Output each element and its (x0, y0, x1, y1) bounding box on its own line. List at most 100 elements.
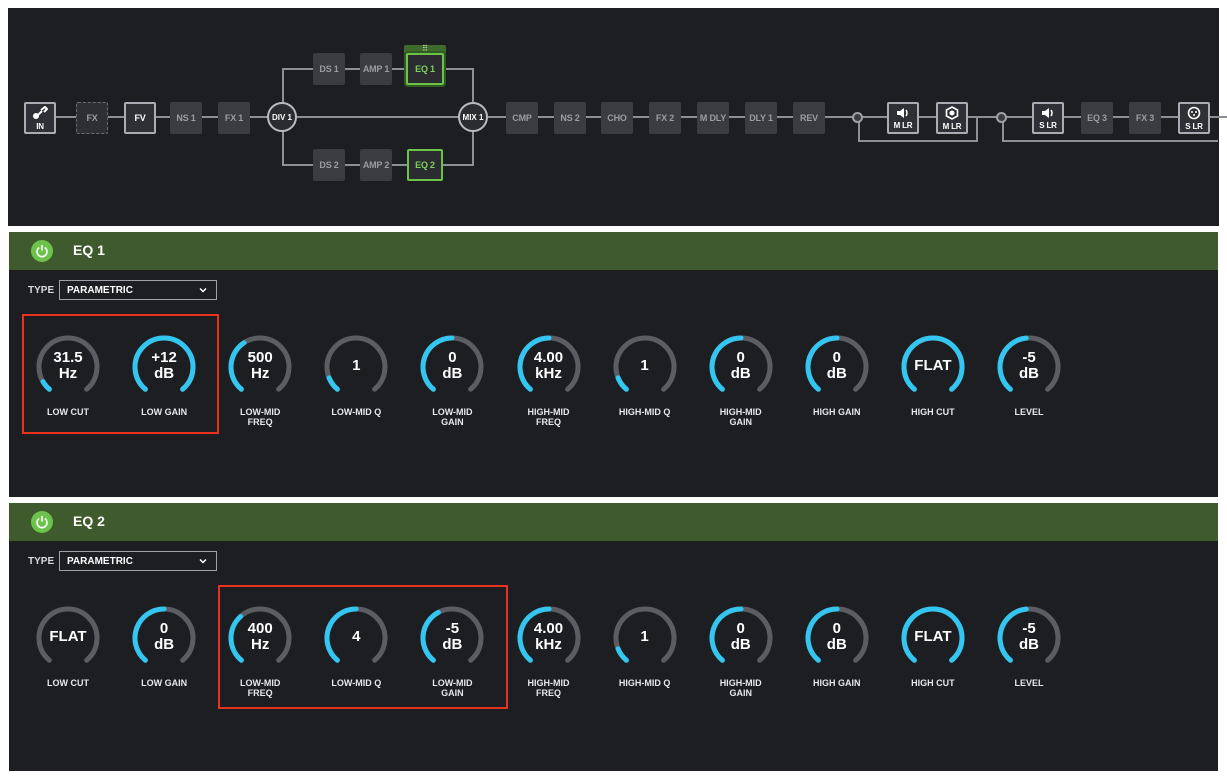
block-label: FX 1 (224, 113, 244, 123)
knob-label-line: HIGH GAIN (813, 678, 861, 688)
knob-label-line: LOW-MID (240, 407, 281, 417)
block-eq1[interactable]: EQ 1 (406, 53, 444, 85)
knob-value-arc (228, 613, 245, 663)
block-input[interactable]: IN (24, 102, 56, 134)
knob-label: HIGH GAIN (797, 678, 877, 688)
knob-value-unit: dB (730, 636, 751, 653)
knob-track (613, 335, 677, 392)
block-amp2[interactable]: AMP 2 (360, 149, 392, 181)
output-label: M LR (942, 121, 962, 131)
block-mix1[interactable]: MIX 1 (458, 102, 488, 132)
knob-arc (997, 335, 1061, 392)
split-node-2[interactable] (996, 112, 1007, 123)
block-cho[interactable]: CHO (601, 102, 633, 134)
output-sub-xlr[interactable]: S LR (1178, 102, 1210, 134)
knob-value-arc (326, 375, 341, 392)
knob-value-unit: dB (442, 365, 463, 382)
block-eq3[interactable]: EQ 3 (1081, 102, 1113, 134)
knob-value-unit: kHz (535, 365, 562, 382)
power-icon[interactable] (31, 511, 53, 533)
block-amp1[interactable]: AMP 1 (360, 53, 392, 85)
knob-label: LOW CUT (28, 678, 108, 688)
knob-track (324, 335, 388, 392)
block-mdly[interactable]: M DLY (697, 102, 729, 134)
type-value: PARAMETRIC (67, 555, 133, 567)
drag-handle-icon[interactable]: ⠿ (404, 45, 446, 53)
block-cmp[interactable]: CMP (506, 102, 538, 134)
knob-value-arc (709, 335, 744, 392)
block-ns1[interactable]: NS 1 (170, 102, 202, 134)
output-main-jack[interactable]: M LR (936, 102, 968, 134)
output-main-speaker[interactable]: M LR (887, 102, 919, 134)
knob-arc (901, 606, 965, 663)
output-sub-speaker[interactable]: S LR (1032, 102, 1064, 134)
knob-label-line: FREQ (247, 417, 273, 427)
knob-label-line: LOW-MID (240, 678, 281, 688)
block-label: NS 2 (560, 113, 580, 123)
block-fx1[interactable]: FX 1 (218, 102, 250, 134)
knob-value-arc (615, 375, 629, 392)
block-label: DIV 1 (271, 112, 292, 122)
type-dropdown[interactable]: PARAMETRIC (59, 280, 217, 300)
block-label: AMP 2 (362, 160, 390, 170)
knob-value-unit: Hz (251, 365, 270, 382)
split-wire-up (282, 68, 284, 104)
block-label: FX 3 (1135, 113, 1155, 123)
block-dly1[interactable]: DLY 1 (745, 102, 777, 134)
knob-label-line: HIGH CUT (911, 678, 955, 688)
block-label: REV (800, 113, 818, 123)
block-rev[interactable]: REV (793, 102, 825, 134)
knob-label-line: FREQ (535, 417, 561, 427)
knob-arc (228, 606, 292, 663)
knob-value-arc (132, 606, 167, 663)
knob-label-line: LOW-MID (432, 678, 473, 688)
type-dropdown[interactable]: PARAMETRIC (59, 551, 217, 571)
panel-title: EQ 2 (73, 513, 105, 529)
knob-arc (132, 606, 196, 663)
block-fx3[interactable]: FX 3 (1129, 102, 1161, 134)
knob-value-unit: dB (730, 365, 751, 382)
block-eq2[interactable]: EQ 2 (407, 149, 443, 181)
power-icon[interactable] (31, 240, 53, 262)
knob-label-line: LOW GAIN (141, 407, 188, 417)
knob-value-arc (420, 609, 442, 663)
knob-label-line: GAIN (729, 417, 752, 427)
block-fx2[interactable]: FX 2 (649, 102, 681, 134)
knob-value-number: 4.00 (533, 349, 564, 366)
block-div1[interactable]: DIV 1 (267, 102, 297, 132)
block-ds2[interactable]: DS 2 (313, 149, 345, 181)
block-label: DS 2 (319, 160, 339, 170)
split-node[interactable] (852, 112, 863, 123)
block-ns2[interactable]: NS 2 (554, 102, 586, 134)
block-fx[interactable]: FX (76, 102, 108, 134)
block-fv[interactable]: FV (124, 102, 156, 134)
block-ds1[interactable]: DS 1 (313, 53, 345, 85)
